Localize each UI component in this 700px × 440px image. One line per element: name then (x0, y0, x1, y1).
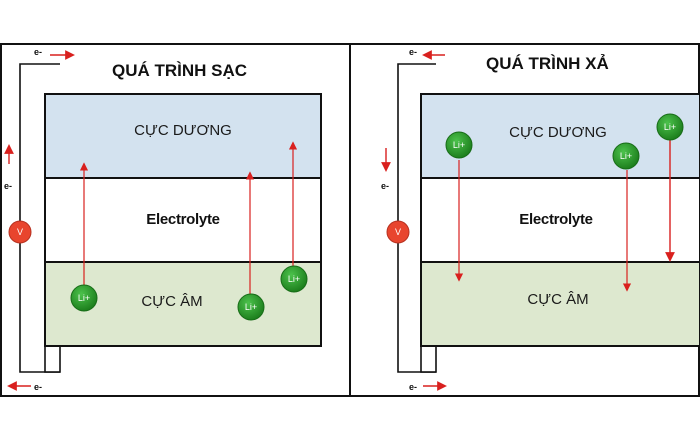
li-ion-icon (445, 131, 473, 159)
li-ion-icon (280, 265, 308, 293)
charge-electrolyte (44, 177, 322, 263)
li-ion-icon (612, 142, 640, 170)
charge-electron-top-label: e- (34, 47, 42, 57)
discharge-circuit-wire (397, 63, 436, 373)
charge-voltmeter-label: V (17, 227, 23, 237)
discharge-title: QUÁ TRÌNH XẢ (486, 54, 609, 73)
charge-positive-electrode (44, 93, 322, 179)
charge-panel: QUÁ TRÌNH SẠC e- e- e- V CỰC DƯƠNG Elect… (4, 47, 322, 392)
discharge-electron-side-label: e- (381, 181, 389, 191)
discharge-electron-top-label: e- (409, 47, 417, 57)
li-ion-label: Li+ (78, 293, 90, 303)
discharge-panel: QUÁ TRÌNH XẢ e- e- e- V CỰC DƯƠNG Electr… (381, 47, 700, 392)
discharge-electrolyte (420, 177, 700, 263)
discharge-negative-electrode (420, 261, 700, 347)
discharge-negative-label: CỰC ÂM (527, 291, 588, 308)
li-ion-label: Li+ (288, 274, 300, 284)
charge-voltmeter (8, 220, 32, 244)
charge-positive-label: CỰC DƯƠNG (134, 122, 232, 139)
li-ion-icon (656, 113, 684, 141)
charge-electron-side-label: e- (4, 181, 12, 191)
discharge-ion: Li+ (656, 113, 684, 141)
li-ion-label: Li+ (664, 122, 676, 132)
discharge-ion: Li+ (612, 142, 640, 170)
li-ion-label: Li+ (620, 151, 632, 161)
discharge-electrolyte-label: Electrolyte (519, 211, 592, 228)
li-ion-icon (237, 293, 265, 321)
li-ion-icon (70, 284, 98, 312)
charge-ion: Li+ (70, 284, 98, 312)
discharge-ion: Li+ (445, 131, 473, 159)
discharge-voltmeter (386, 220, 410, 244)
li-ion-label: Li+ (245, 302, 257, 312)
charge-title: QUÁ TRÌNH SẠC (112, 61, 247, 80)
charge-ion: Li+ (280, 265, 308, 293)
charge-electron-bottom-label: e- (34, 382, 42, 392)
charge-electrolyte-label: Electrolyte (146, 211, 219, 228)
discharge-electron-bottom-label: e- (409, 382, 417, 392)
charge-circuit-wire (19, 63, 60, 373)
discharge-positive-label: CỰC DƯƠNG (509, 124, 607, 141)
charge-ion: Li+ (237, 293, 265, 321)
discharge-voltmeter-label: V (395, 227, 401, 237)
li-ion-label: Li+ (453, 140, 465, 150)
charge-negative-label: CỰC ÂM (141, 293, 202, 310)
